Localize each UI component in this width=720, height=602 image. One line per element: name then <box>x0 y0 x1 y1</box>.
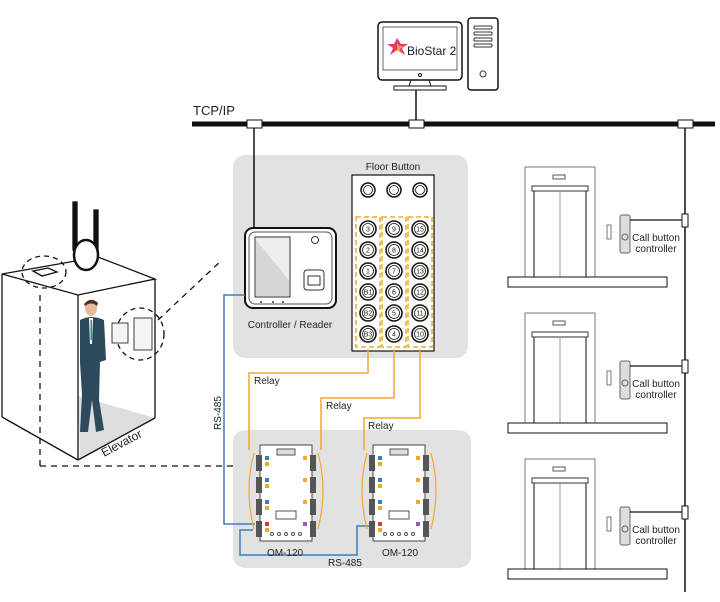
call-button-label: controller <box>635 390 677 401</box>
person-icon <box>80 299 106 432</box>
call-button-label: Call button <box>632 379 680 390</box>
floor-button[interactable]: 12 <box>411 283 429 301</box>
om-120-module <box>248 444 324 542</box>
floor-button[interactable]: 7 <box>385 262 403 280</box>
call-button-controller[interactable] <box>619 506 631 546</box>
floor-button[interactable]: 13 <box>411 262 429 280</box>
floor-button-label: B1 <box>364 290 373 297</box>
floor-button-title: Floor Button <box>366 162 420 173</box>
pulley-icon <box>72 238 100 272</box>
hall-call-button-icon[interactable] <box>606 224 612 240</box>
relay-label: Relay <box>368 421 394 432</box>
server-workstation: BioStar 2 <box>377 17 499 91</box>
call-button-controller[interactable] <box>619 214 631 254</box>
floor-button-label: 7 <box>392 269 396 276</box>
floor-button-label: 12 <box>416 290 424 297</box>
rs485-bottom-label: RS-485 <box>328 558 362 569</box>
camera-icon <box>311 236 319 244</box>
floor-button[interactable]: 8 <box>385 241 403 259</box>
controller-reader-device <box>244 227 337 309</box>
floor-button[interactable]: B2 <box>359 304 377 322</box>
floor-button-label: 14 <box>416 248 424 255</box>
relay-label: Relay <box>254 376 280 387</box>
floor-button[interactable]: 14 <box>411 241 429 259</box>
om-120-module <box>361 444 437 542</box>
floor-button[interactable]: 5 <box>385 304 403 322</box>
floor-button-label: 13 <box>416 269 424 276</box>
floor-button[interactable]: 3 <box>359 220 377 238</box>
floor-button-label: 10 <box>416 332 424 339</box>
floor-button-label: 4 <box>392 332 396 339</box>
floor-button[interactable]: 15 <box>411 220 429 238</box>
fingerprint-sensor-icon <box>303 269 325 291</box>
floor-button-label: B3 <box>364 332 373 339</box>
bell-icon[interactable] <box>386 182 402 198</box>
floor-button-label: 11 <box>416 311 423 318</box>
hall-call-button-icon[interactable] <box>606 516 612 532</box>
floor-button[interactable]: 4 <box>385 325 403 343</box>
hall-call-button-icon[interactable] <box>606 370 612 386</box>
relay-wire <box>320 349 395 450</box>
floor-button[interactable]: B3 <box>359 325 377 343</box>
floor-button[interactable]: 1 <box>359 262 377 280</box>
rs485-vertical-label: RS-485 <box>213 396 224 430</box>
floor-button[interactable]: B1 <box>359 283 377 301</box>
rs485-wire <box>223 294 255 525</box>
bus-connector <box>246 119 263 129</box>
floor-button-label: 9 <box>392 227 396 234</box>
floor-group-outline <box>381 216 407 348</box>
monitor-screen <box>382 26 458 71</box>
door-open-icon[interactable] <box>360 182 376 198</box>
relay-label: Relay <box>326 401 352 412</box>
floor-group-outline <box>355 216 381 348</box>
floor-button-label: B2 <box>364 311 373 318</box>
floor-button-label: 8 <box>392 248 396 255</box>
floor-group-outline <box>407 216 433 348</box>
floor-button[interactable]: 9 <box>385 220 403 238</box>
floor-button-label: 15 <box>416 227 424 234</box>
floor-button-label: 6 <box>392 290 396 297</box>
call-button-controller[interactable] <box>619 360 631 400</box>
bus-connector <box>408 119 425 129</box>
relay-wire <box>363 349 421 450</box>
rs485-wire <box>239 525 372 556</box>
call-button-label: Call button <box>632 233 680 244</box>
relay-wire <box>248 349 369 450</box>
floor-button[interactable]: 6 <box>385 283 403 301</box>
call-button-label: Call button <box>632 525 680 536</box>
floor-button[interactable]: 10 <box>411 325 429 343</box>
biostar-label: BioStar 2 <box>407 44 457 58</box>
module-label: OM-120 <box>267 548 304 559</box>
floor-button[interactable]: 2 <box>359 241 377 259</box>
floor-button-label: 3 <box>366 227 370 234</box>
bus-connector <box>677 119 694 129</box>
pc-tower <box>467 17 499 91</box>
call-button-label: controller <box>635 536 677 547</box>
floor-button-label: 2 <box>366 248 370 255</box>
relay-wiring <box>248 349 421 450</box>
module-label: OM-120 <box>382 548 419 559</box>
floor-button-label: 5 <box>392 311 396 318</box>
elevator-car <box>1 201 234 467</box>
floor-button-label: 1 <box>366 269 370 276</box>
floor-button[interactable]: 11 <box>411 304 429 322</box>
rs485-wiring <box>223 294 372 556</box>
controller-label: Controller / Reader <box>248 320 333 331</box>
call-button-label: controller <box>635 244 677 255</box>
tcpip-label: TCP/IP <box>193 103 235 118</box>
door-close-icon[interactable] <box>412 182 428 198</box>
